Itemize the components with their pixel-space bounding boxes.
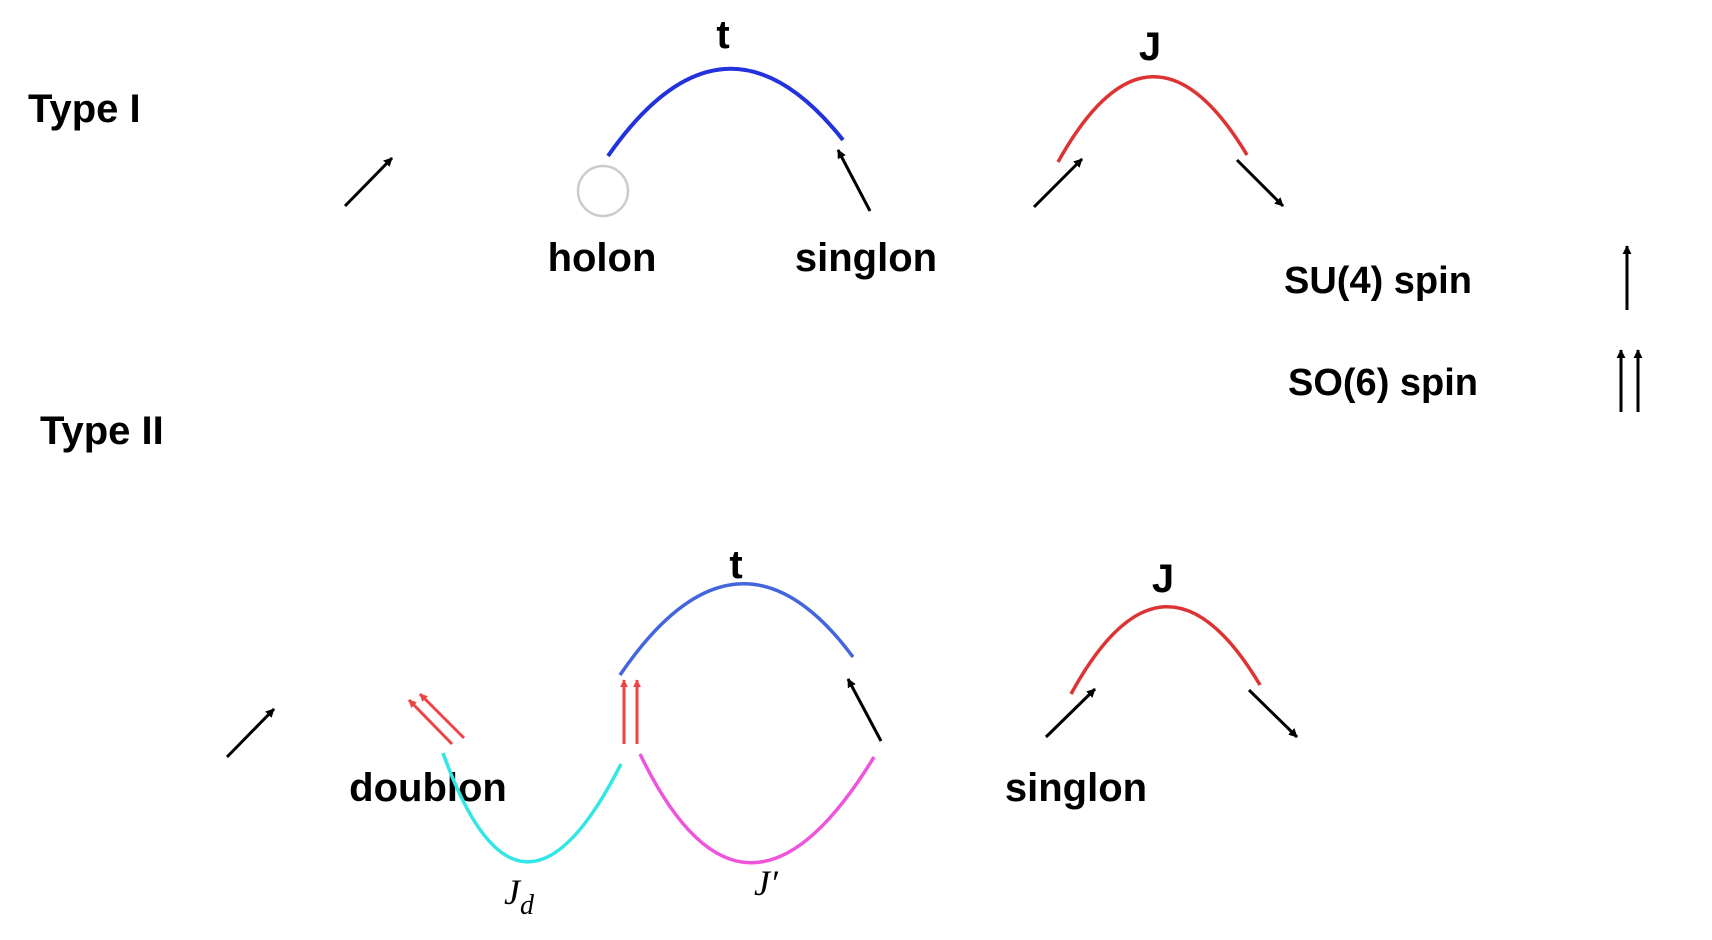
holon-circle bbox=[576, 164, 630, 218]
type2-hopping-arc bbox=[618, 582, 855, 676]
type2-title: Type II bbox=[40, 409, 164, 453]
type1-hopping-arc bbox=[606, 66, 845, 158]
jprime-arc bbox=[638, 753, 876, 865]
type2-spin-arrow-3 bbox=[1247, 688, 1299, 739]
type1-spin-arrow-2 bbox=[1032, 157, 1084, 209]
type2-singlon-arrow bbox=[846, 678, 883, 742]
type2-exchange-label: J bbox=[1152, 557, 1174, 601]
jprime-label: J′ bbox=[754, 863, 779, 903]
doublon-double-arrow bbox=[407, 692, 466, 746]
so6-spin-label: SO(6) spin bbox=[1288, 362, 1478, 404]
doublon-label: doublon bbox=[349, 766, 507, 810]
type2-exchange-arc bbox=[1069, 605, 1262, 695]
type1-exchange-label: J bbox=[1139, 25, 1161, 69]
type1-spin-arrow-3 bbox=[1235, 158, 1285, 208]
type1-title: Type I bbox=[28, 87, 141, 131]
type1-singlon-label: singlon bbox=[795, 236, 937, 280]
type2-spin-arrow-2 bbox=[1044, 687, 1097, 739]
type1-hopping-label: t bbox=[716, 13, 729, 57]
jd-arc bbox=[441, 752, 623, 864]
type1-singlon-arrow bbox=[836, 149, 872, 212]
type1-spin-arrow-1 bbox=[343, 156, 394, 208]
type2-spin-arrow-1 bbox=[225, 707, 276, 759]
type2-singlon-label: singlon bbox=[1005, 766, 1147, 810]
holon-label: holon bbox=[548, 236, 657, 280]
so6-double-arrow-icon bbox=[1616, 349, 1643, 412]
type2-hopping-label: t bbox=[729, 543, 742, 587]
su4-spin-label: SU(4) spin bbox=[1284, 260, 1472, 302]
center-double-arrow bbox=[620, 679, 641, 744]
jd-label: Jd bbox=[504, 872, 535, 921]
type1-exchange-arc bbox=[1056, 75, 1249, 163]
